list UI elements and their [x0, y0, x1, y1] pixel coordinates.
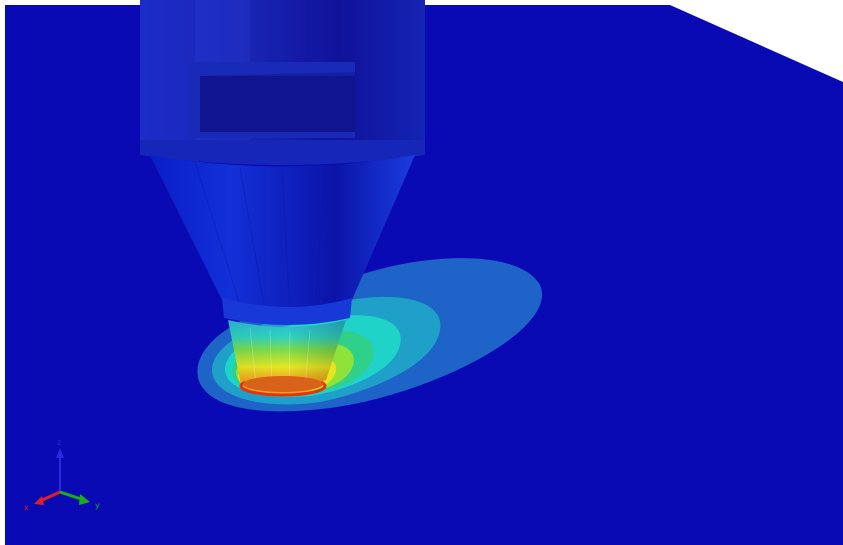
z-axis-arrow [56, 448, 64, 458]
tool-pin-shading [228, 320, 346, 387]
tool-cone-facets [194, 161, 326, 313]
tool-pin-tip [243, 376, 323, 392]
y-axis-label: y [95, 501, 100, 510]
tool-pin-facets [249, 327, 311, 389]
axis-triad: x y z [24, 438, 100, 512]
z-axis-label: z [57, 438, 61, 447]
x-axis-arrow [34, 496, 44, 505]
tool-pin [228, 320, 346, 392]
tool-cone [150, 155, 415, 309]
y-axis-arrow [79, 494, 90, 505]
tool-slot-shadow [200, 76, 355, 132]
x-axis-label: x [24, 503, 29, 512]
tool-shoulder [140, 140, 425, 165]
tool-body [140, 0, 425, 165]
tool-collar [222, 298, 352, 325]
